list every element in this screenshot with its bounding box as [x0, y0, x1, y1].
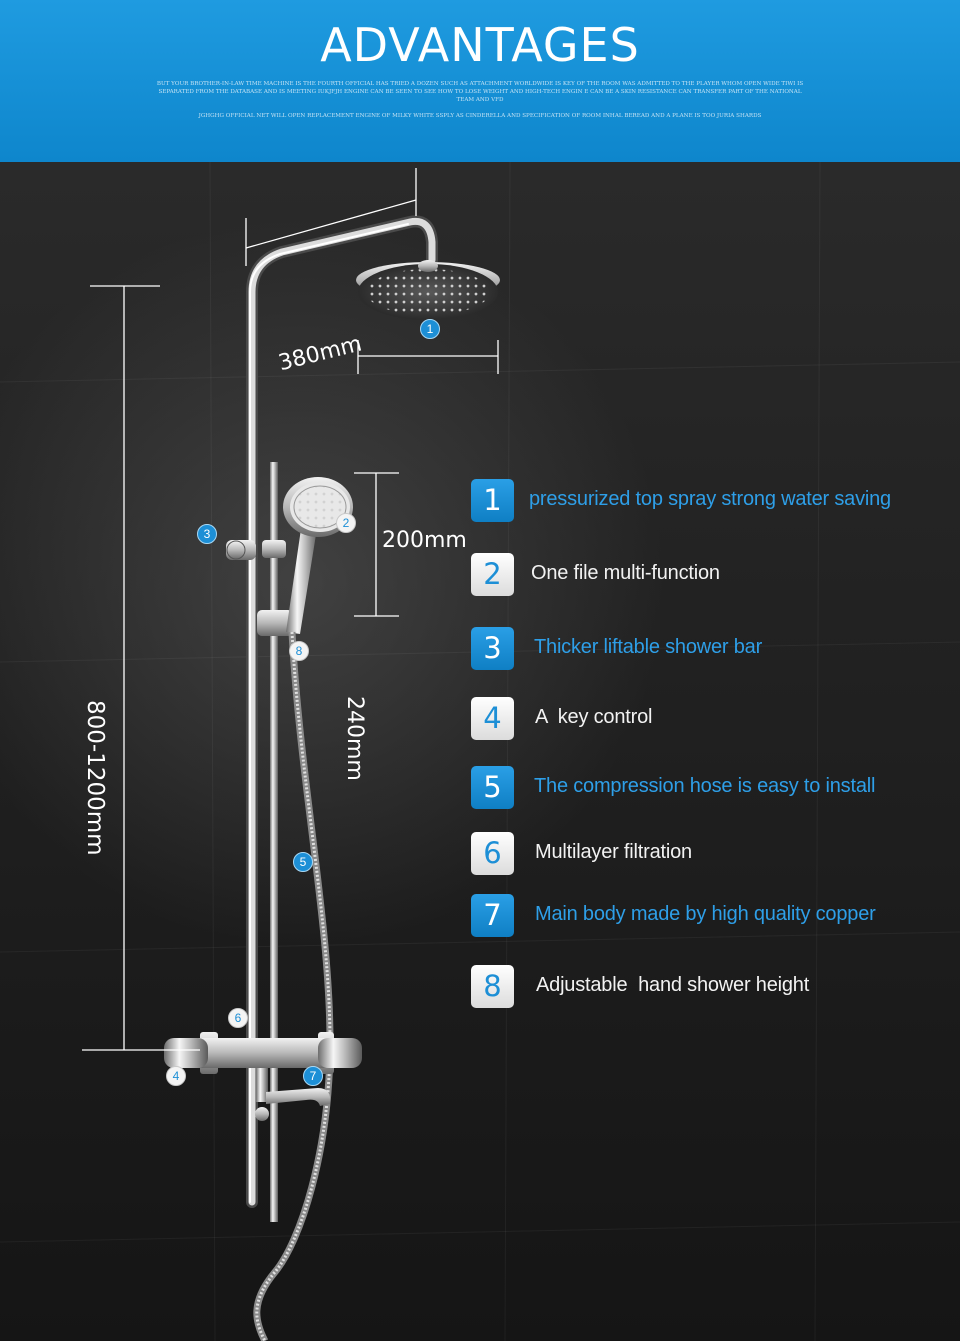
marker-1: 1 — [420, 319, 440, 339]
feature-text: Thicker liftable shower bar — [534, 636, 763, 658]
feature-text: pressurized top spray strong water savin… — [529, 488, 891, 510]
marker-7: 7 — [303, 1066, 323, 1086]
header-banner: ADVANTAGES BUT YOUR BROTHER-IN-LAW TIME … — [0, 0, 960, 162]
marker-3: 3 — [197, 524, 217, 544]
feature-number-badge: 7 — [471, 894, 514, 937]
feature-text: Adjustable hand shower height — [536, 974, 810, 996]
marker-2: 2 — [336, 513, 356, 533]
feature-number-badge: 1 — [471, 479, 514, 522]
feature-text: Multilayer filtration — [535, 841, 692, 863]
hand-shower-length-label: 240mm — [342, 696, 367, 781]
header-blurb-1: BUT YOUR BROTHER-IN-LAW TIME MACHINE IS … — [156, 81, 804, 103]
feature-text: The compression hose is easy to install — [534, 775, 876, 797]
slide-bar — [270, 462, 278, 1222]
bar-height-label: 800-1200mm — [82, 700, 108, 856]
bar-bracket — [226, 540, 286, 560]
header-blurb-2: JGHGHG OFFICIAL NET WILL OPEN REPLACEMEN… — [198, 113, 762, 119]
feature-text: One file multi-function — [531, 562, 720, 584]
product-scene: 380mm 200mm 240mm 800-1200mm 1 2 3 8 5 6… — [0, 162, 960, 1341]
marker-4: 4 — [166, 1066, 186, 1086]
marker-6: 6 — [228, 1008, 248, 1028]
feature-number-badge: 8 — [471, 965, 514, 1008]
feature-text: Main body made by high quality copper — [535, 903, 876, 925]
top-rain-shower-head — [356, 260, 500, 320]
wall-tiles — [0, 162, 960, 1341]
feature-text: A key control — [535, 706, 653, 728]
shower-hose — [253, 631, 334, 1341]
feature-number-badge: 4 — [471, 697, 514, 740]
top-spray-width-label: 200mm — [382, 528, 467, 553]
dimension-lines — [82, 168, 499, 1051]
feature-number-badge: 2 — [471, 553, 514, 596]
feature-number-badge: 5 — [471, 766, 514, 809]
mixer-body — [164, 1032, 362, 1074]
marker-5: 5 — [293, 852, 313, 872]
marker-8: 8 — [289, 641, 309, 661]
feature-number-badge: 3 — [471, 627, 514, 670]
shower-system-illustration — [82, 168, 500, 1341]
tub-spout — [255, 1068, 331, 1121]
overhead-arm — [246, 215, 438, 1208]
feature-number-badge: 6 — [471, 832, 514, 875]
page-title: ADVANTAGES — [320, 18, 640, 72]
hand-shower — [257, 477, 353, 636]
